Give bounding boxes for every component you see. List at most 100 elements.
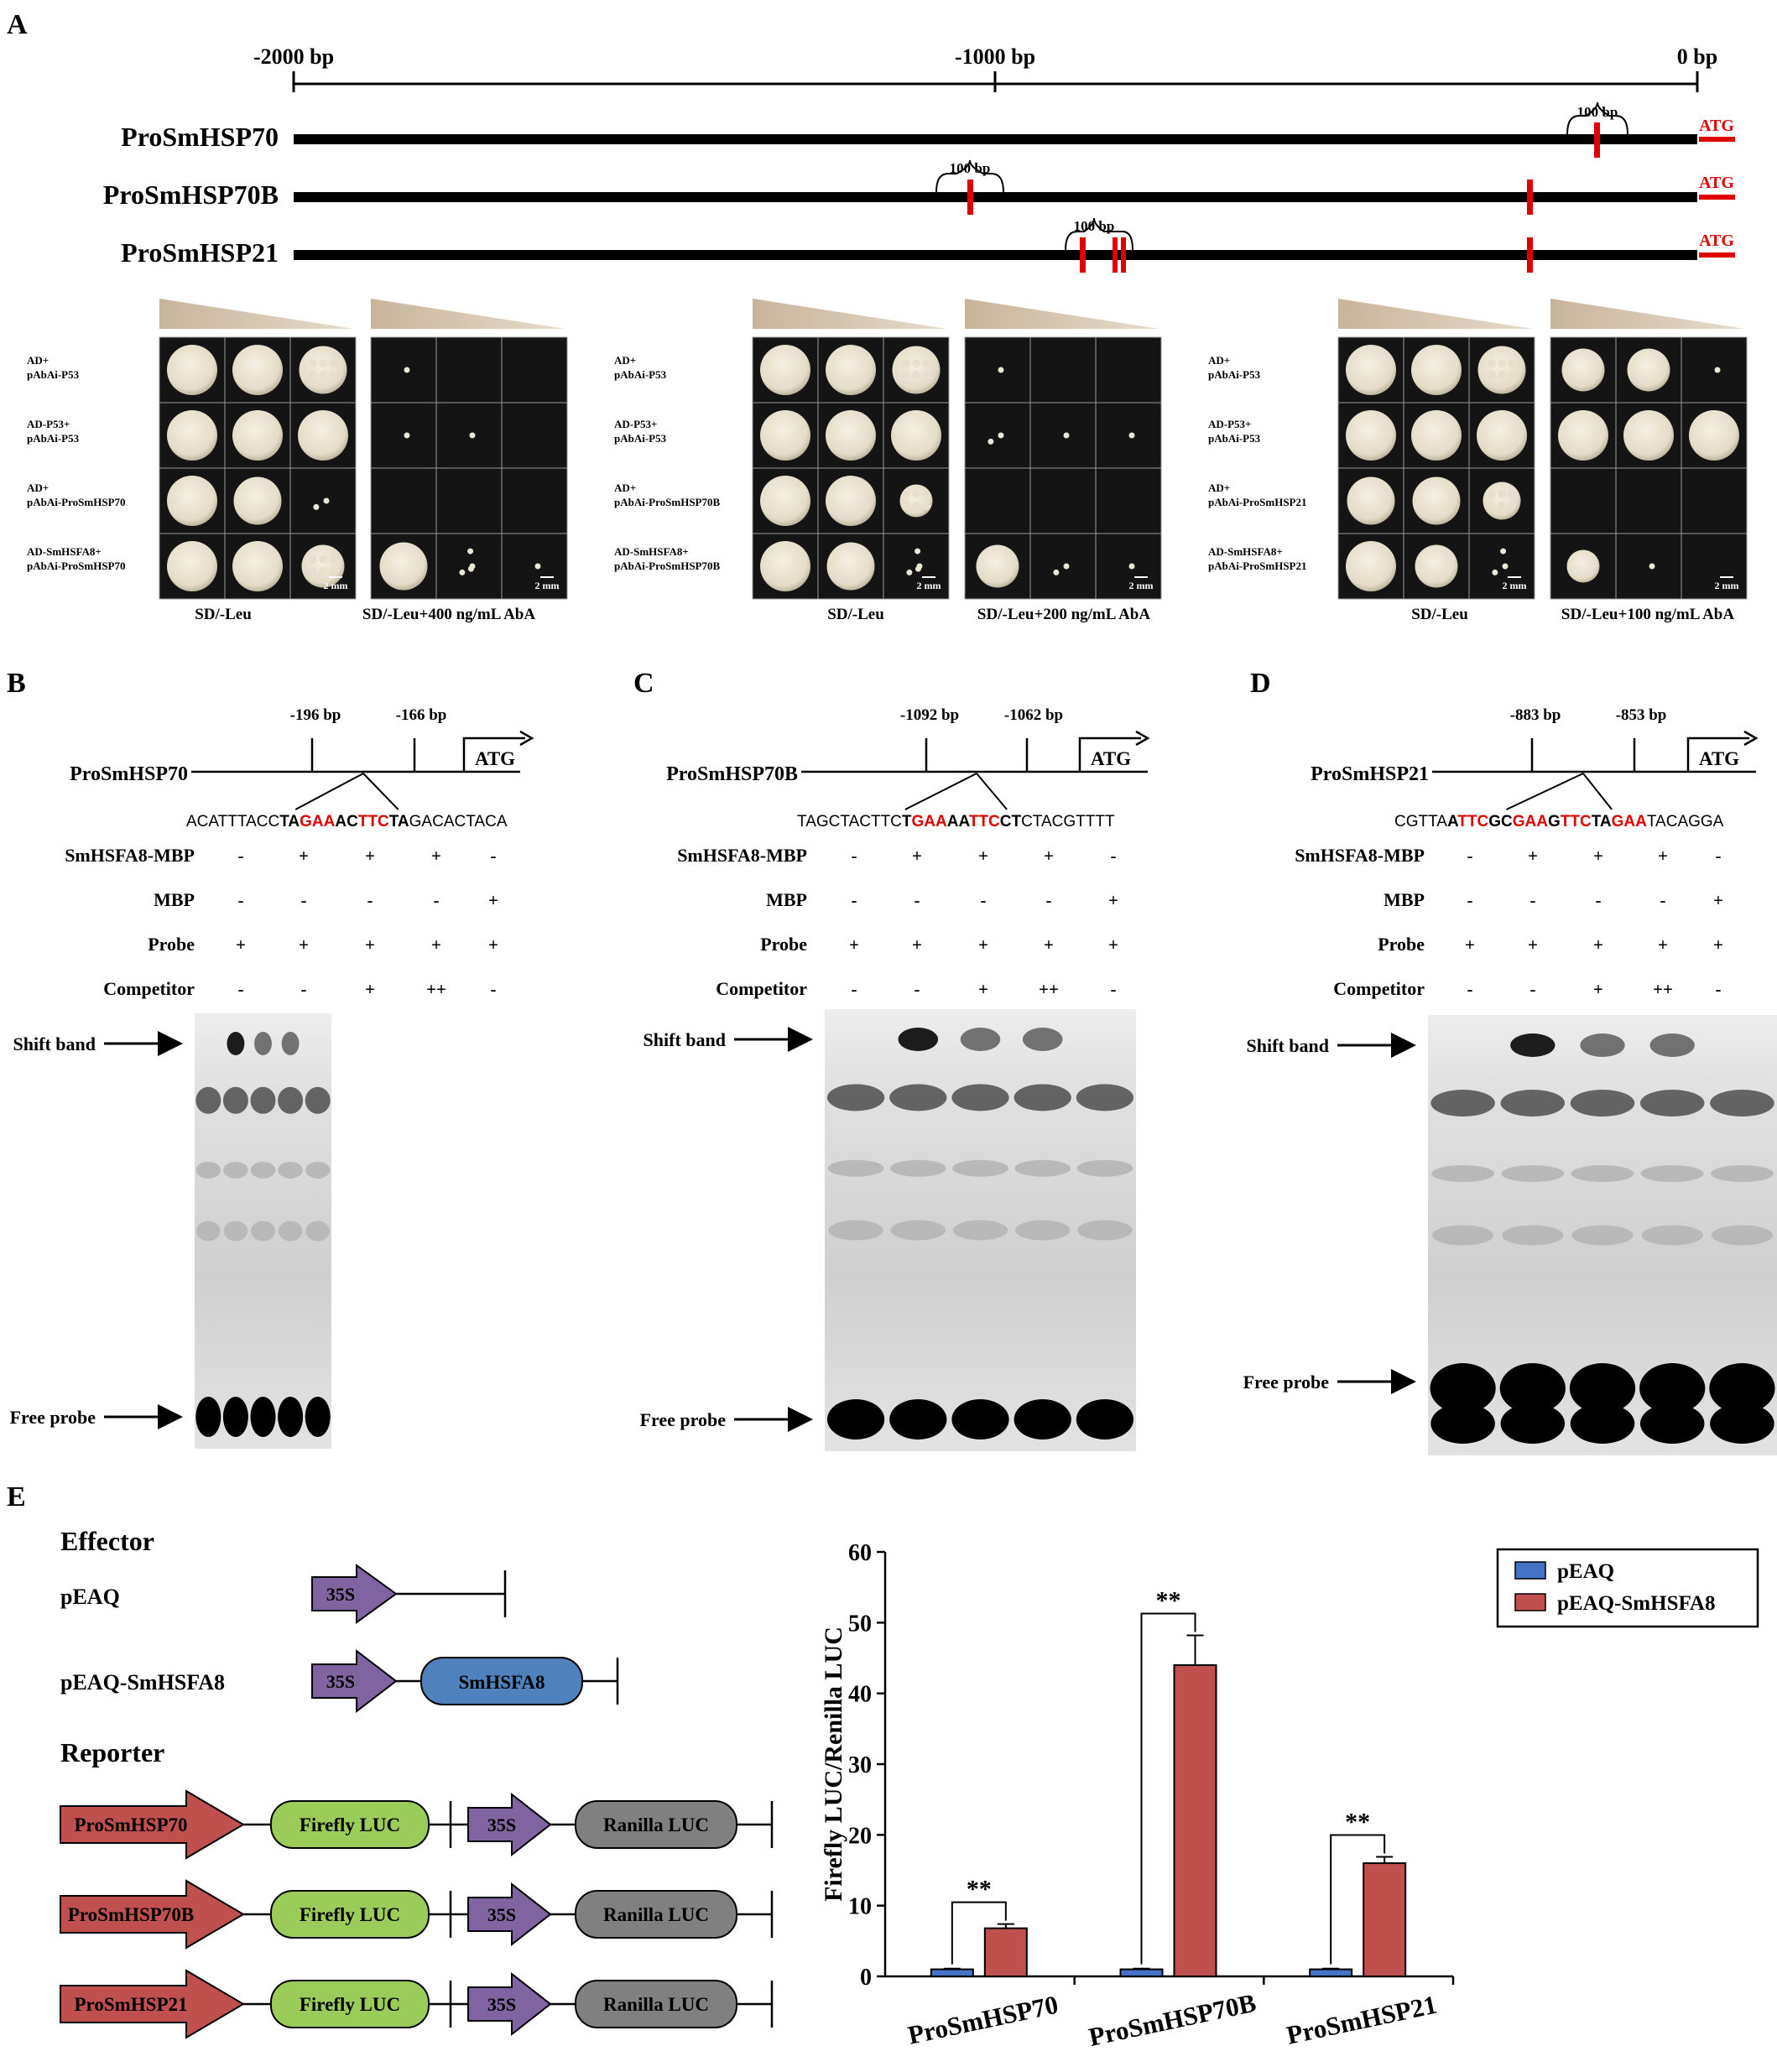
promoter-map-hsp70b: ProSmHSP70B ATG 100 bp: [103, 159, 1735, 215]
shift-band-label: Shift band: [644, 1029, 726, 1050]
row-label: AD+pAbAi-P53: [1208, 354, 1261, 381]
media-label: SD/-Leu+400 ng/mL AbA: [362, 606, 535, 623]
yeast-colony: [232, 345, 283, 395]
lane-mark: +: [978, 846, 988, 866]
p35s-label: 35S: [487, 1994, 516, 2015]
p35s-arrow: [467, 1882, 552, 1947]
significance-bracket: [1140, 1612, 1196, 1965]
significance-mark: **: [1156, 1587, 1181, 1615]
yeast-colony: [313, 503, 320, 510]
yeast-colony: [1415, 544, 1458, 588]
binding-sequence: ACATTTACCTAGAAACTTCTAGACACTACA: [186, 813, 508, 830]
yeast-colony: [167, 410, 217, 461]
bracket-label: 100 bp: [1074, 218, 1115, 234]
lane-mark: -: [1596, 890, 1602, 910]
legend-label: pEAQ: [1557, 1560, 1614, 1583]
lane-mark: +: [299, 846, 309, 866]
yeast-colony: [1502, 563, 1509, 570]
lane-mark: -: [852, 890, 857, 910]
promoter-map-hsp21: ProSmHSP21 ATG 100 bp: [121, 217, 1735, 273]
yeast-colony: [826, 476, 876, 526]
yeast-colony: [915, 548, 921, 554]
free-probe-label: Free probe: [10, 1407, 96, 1428]
p35s-arrow: [467, 1971, 552, 2037]
yeast-colony: [379, 542, 428, 591]
free-probe-band: [1430, 1403, 1495, 1444]
lane-mark: +: [488, 934, 498, 955]
lane-mark: -: [301, 890, 307, 910]
lane-mark: -: [434, 890, 440, 910]
shift-band: [1510, 1033, 1556, 1057]
lane-mark: +: [978, 934, 988, 955]
free-probe-band: [305, 1397, 331, 1437]
free-probe-band: [951, 1399, 1009, 1439]
p35s-label: 35S: [487, 1814, 516, 1835]
media-label: SD/-Leu: [827, 606, 884, 623]
position-label: -196 bp: [290, 706, 341, 724]
lane-mark: -: [852, 846, 857, 866]
yeast-colony: [976, 544, 1019, 588]
promoter-name: ProSmHSP70B: [666, 763, 798, 785]
lane-mark: +: [1108, 890, 1118, 910]
yeast-colony: [167, 476, 217, 526]
lane-mark: +: [1044, 846, 1054, 866]
yeast-colony: [1714, 367, 1721, 373]
free-probe-band: [1570, 1403, 1635, 1444]
shift-band-label: Shift band: [13, 1033, 96, 1054]
row-label: AD-P53+pAbAi-P53: [614, 418, 667, 445]
scale-bar-label: 2 mm: [1715, 580, 1739, 591]
legend-swatch: [1514, 1593, 1546, 1611]
emsa-panel-b: ProSmHSP70-196 bp-166 bpATGACATTTACCTAGA…: [10, 706, 534, 1449]
yeast-colony: [915, 565, 921, 572]
yeast-colony: [760, 541, 810, 591]
lane-mark: +: [1713, 934, 1723, 955]
shift-band: [254, 1032, 272, 1055]
y-tick-label: 40: [848, 1682, 872, 1708]
renilla-luc-label: Ranilla LUC: [603, 1904, 709, 1925]
promoter-label: ProSmHSP70B: [68, 1904, 194, 1925]
yeast-colony: [232, 410, 283, 461]
firefly-luc-label: Firefly LUC: [300, 1904, 400, 1925]
lane-mark: -: [915, 979, 920, 999]
row-label: AD-P53+pAbAi-P53: [1208, 418, 1261, 445]
lane-mark: -: [1660, 890, 1666, 910]
shift-band: [898, 1028, 939, 1051]
promoter-label: ProSmHSP21: [74, 1994, 187, 2015]
binding-sequence: CGTTAATTCGCGAAGTTCTAGAATACAGGA: [1394, 813, 1724, 830]
gel-image: [825, 1009, 1136, 1451]
renilla-luc-label: Ranilla LUC: [603, 1994, 709, 2015]
row-label: AD-SmHSFA8+pAbAi-ProSmHSP21: [1208, 545, 1307, 572]
yeast-colony: [404, 367, 410, 373]
atg-label: ATG: [1699, 117, 1734, 135]
yeast-colony: [1411, 345, 1462, 395]
y-tick-label: 10: [848, 1894, 872, 1920]
emsa-row-label: Probe: [148, 934, 195, 955]
emsa-row-label: Probe: [1378, 934, 1425, 955]
effector-name: pEAQ-SmHSFA8: [60, 1670, 225, 1695]
promoter-name: ProSmHSP70B: [103, 180, 279, 210]
yeast-colony: [1053, 569, 1060, 575]
y-tick-label: 20: [848, 1823, 872, 1849]
lane-mark: -: [915, 890, 920, 910]
row-label: AD+pAbAi-ProSmHSP70: [27, 482, 126, 508]
lane-mark: +: [1593, 979, 1603, 999]
yeast-colony: [459, 569, 466, 575]
lane-mark: +: [431, 846, 441, 866]
free-probe-band: [1639, 1403, 1705, 1444]
bracket-label: 100 bp: [950, 160, 991, 176]
free-probe-label: Free probe: [640, 1409, 727, 1430]
yeast-colony: [988, 438, 994, 445]
yeast-colony: [1689, 410, 1739, 461]
lane-mark: -: [852, 979, 857, 999]
yeast-colony: [1128, 432, 1135, 439]
emsa-row-label: SmHSFA8-MBP: [1295, 845, 1425, 866]
free-probe-band: [278, 1397, 304, 1437]
position-label: -166 bp: [396, 706, 447, 724]
lane-mark: -: [981, 890, 987, 910]
yeast-colony: [167, 541, 217, 591]
lane-mark: +: [365, 934, 375, 955]
lane-mark: +: [849, 934, 859, 955]
yeast-colony: [1477, 410, 1527, 461]
